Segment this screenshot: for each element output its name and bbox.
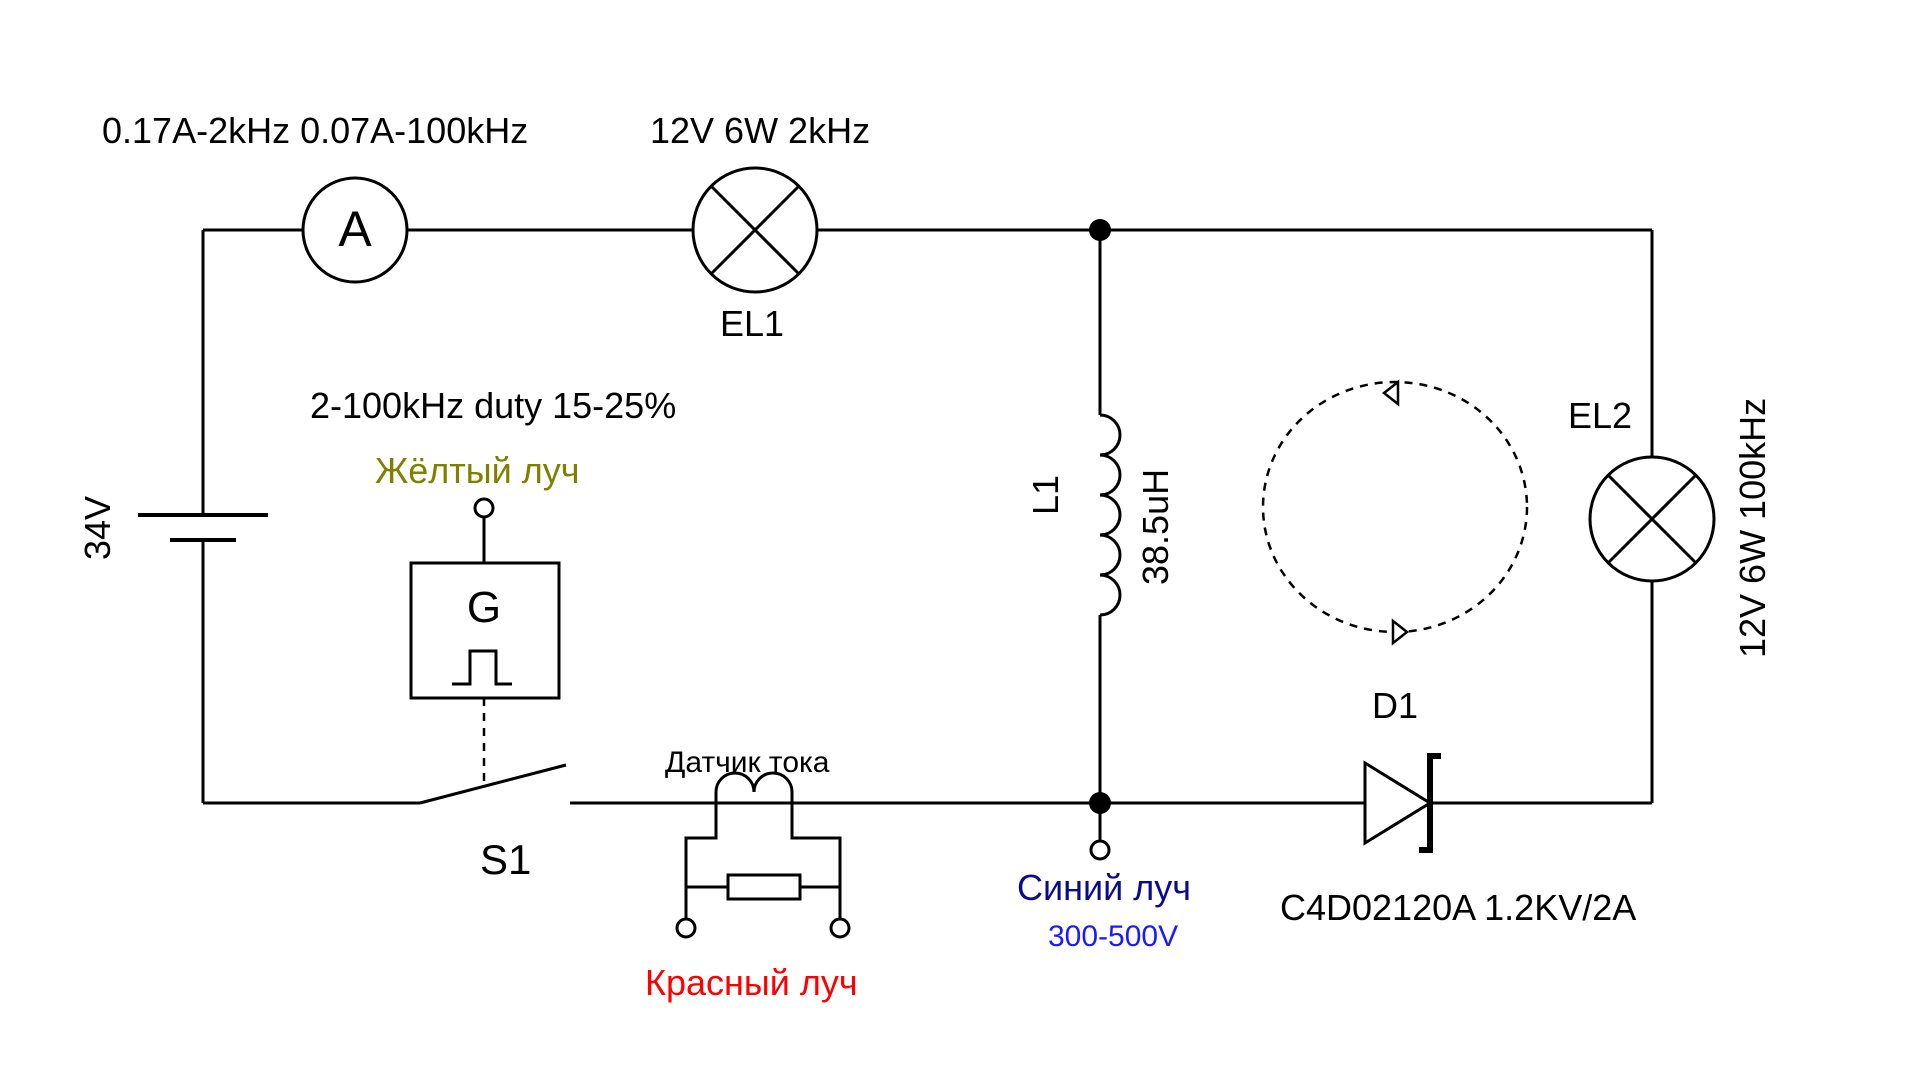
inductor-value-label: 38.5uH — [1135, 469, 1176, 585]
diode-spec-label: C4D02120A 1.2KV/2A — [1280, 887, 1636, 928]
pulse-icon — [452, 649, 512, 686]
current-sensor — [675, 771, 851, 939]
switch-blade — [419, 763, 567, 805]
lamp-el2 — [1588, 455, 1716, 583]
junction-top — [1089, 219, 1111, 241]
inductor-name-label: L1 — [1025, 475, 1066, 515]
battery-voltage-label: 34V — [77, 496, 118, 560]
loop-arrow-top-icon — [1381, 379, 1400, 407]
ammeter-spec-label: 0.17A-2kHz 0.07A-100kHz — [102, 110, 528, 151]
inductor-l1 — [1099, 413, 1122, 617]
sensor-lead-right — [790, 803, 842, 928]
inductor-coil — [1099, 413, 1122, 617]
lamp-el1-cross-b — [709, 184, 801, 276]
generator-spec-label: 2-100kHz duty 15-25% — [310, 385, 676, 426]
battery — [138, 513, 268, 542]
red-probe-terminal-right — [829, 917, 851, 939]
red-probe-label: Красный луч — [645, 962, 858, 1003]
sensor-lead-left — [684, 803, 718, 928]
el1-spec-label: 12V 6W 2kHz — [650, 110, 870, 151]
blue-probe-label: Синий луч — [1017, 867, 1191, 908]
blue-probe-terminal — [1089, 839, 1111, 861]
current-sensor-label: Датчик тока — [665, 746, 830, 779]
wires — [201, 228, 1654, 805]
generator-symbol: G — [467, 583, 501, 632]
diode-zener-bar — [1419, 753, 1441, 853]
el1-name-label: EL1 — [720, 303, 784, 344]
ammeter-symbol: A — [338, 201, 372, 257]
yellow-probe-terminal — [473, 497, 495, 519]
lamp-el2-cross-b — [1606, 473, 1698, 565]
diode-name-label: D1 — [1372, 685, 1418, 726]
yellow-probe-label: Жёлтый луч — [375, 450, 580, 491]
loop-arrow-bottom-icon — [1391, 618, 1410, 646]
generator-box — [409, 561, 561, 700]
blue-probe-range-label: 300-500V — [1048, 920, 1178, 953]
lamp-el1 — [691, 166, 819, 294]
lamp-el1-circle — [691, 166, 819, 294]
diode-triangle — [1363, 760, 1433, 846]
red-probe-terminal-left — [675, 917, 697, 939]
el2-name-label: EL2 — [1568, 395, 1632, 436]
current-sensor-coil — [714, 771, 794, 803]
ammeter: A — [301, 176, 409, 284]
current-loop-indicator — [1261, 379, 1529, 646]
switch-s1 — [419, 763, 567, 805]
current-loop-circle — [1261, 380, 1529, 634]
shunt-resistor — [726, 873, 802, 901]
generator: G — [409, 561, 561, 700]
diode-d1 — [1363, 753, 1441, 853]
el2-spec-label: 12V 6W 100kHz — [1732, 398, 1773, 658]
ammeter-circle — [301, 176, 409, 284]
switch-name-label: S1 — [480, 836, 531, 883]
